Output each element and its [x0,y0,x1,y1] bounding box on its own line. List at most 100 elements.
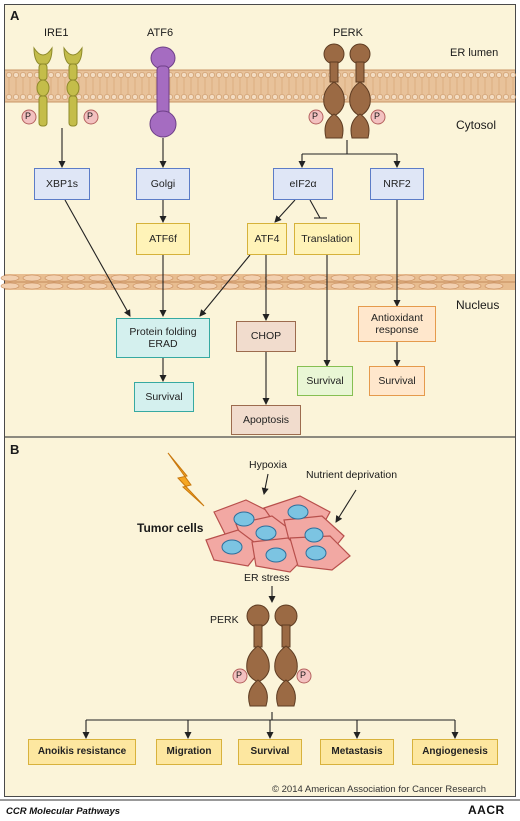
nuclear-membrane-segment [176,282,196,290]
nuclear-membrane-segment [88,282,108,290]
nuclear-membrane-segment [22,274,42,282]
nuclear-membrane-segment [308,282,328,290]
nuclear-membrane-segment [462,274,482,282]
membrane-lipid [279,94,285,100]
membrane-lipid [377,72,383,78]
translation-box: Translation [294,223,360,255]
membrane-lipid [27,94,33,100]
membrane-lipid [300,94,306,100]
nrf2-box: NRF2 [370,168,424,200]
phospho-p-label: P [25,111,32,121]
antioxidant-text: Antioxidant [371,311,423,324]
membrane-lipid [461,72,467,78]
membrane-lipid [293,72,299,78]
nuclear-membrane-segment [154,282,174,290]
nuclear-membrane-segment [396,274,416,282]
membrane-lipid [188,72,194,78]
membrane-lipid [132,94,138,100]
panel-a-letter: A [10,8,20,23]
atf6-label: ATF6 [147,27,174,39]
phospho-p-label: P [87,111,94,121]
membrane-lipid [496,72,502,78]
membrane-lipid [391,94,397,100]
nuclear-membrane-segment [132,282,152,290]
membrane-lipid [461,94,467,100]
perk-dimer-b [246,604,298,707]
nuclear-membrane-segment [44,274,64,282]
cytosol-label: Cytosol [456,118,497,132]
membrane-lipid [405,72,411,78]
nuclear-membrane-segment [44,282,64,290]
membrane-lipid [146,72,152,78]
nuclear-membrane-segment [352,274,372,282]
membrane-lipid [20,94,26,100]
membrane-lipid [384,94,390,100]
membrane-lipid [454,72,460,78]
membrane-lipid [251,94,257,100]
journal-name: CCR Molecular Pathways [6,806,121,817]
membrane-lipid [440,94,446,100]
membrane-lipid [188,94,194,100]
membrane-lipid [6,72,12,78]
outcome-metastasis: Metastasis [320,739,394,765]
protein-folding-text: Protein folding [129,325,197,338]
membrane-lipid [55,72,61,78]
membrane-lipid [62,72,68,78]
ire1-dimer [33,46,83,127]
nuclear-membrane-segment [220,282,240,290]
connectors-a [58,128,401,405]
nuclear-membrane-segment [220,274,240,282]
membrane-lipid [419,72,425,78]
nuclear-membrane [0,274,515,290]
membrane-lipid [111,72,117,78]
membrane-lipid [139,94,145,100]
membrane-lipid [223,94,229,100]
membrane-lipid [370,94,376,100]
phospho-markers-b [232,668,312,684]
membrane-lipid [349,72,355,78]
membrane-lipid [419,94,425,100]
membrane-lipid [496,94,502,100]
membrane-lipid [307,94,313,100]
membrane-lipid [503,94,509,100]
membrane-lipid [398,94,404,100]
outcome-angiogenesis: Angiogenesis [412,739,498,765]
phospho-p-label: P [300,670,307,680]
nuclear-membrane-segment [330,282,350,290]
membrane-lipid [237,94,243,100]
outcome-anoikis-resistance: Anoikis resistance [28,739,136,765]
membrane-lipid [209,72,215,78]
membrane-lipid [118,72,124,78]
membrane-lipid [97,94,103,100]
phospho-p-label: P [236,670,243,680]
nuclear-membrane-segment [308,274,328,282]
nuclear-membrane-segment [198,282,218,290]
membrane-lipid [111,94,117,100]
membrane-lipid [475,94,481,100]
apoptosis-box: Apoptosis [231,405,301,435]
membrane-lipid [230,94,236,100]
membrane-lipid [489,94,495,100]
survival-translation-box: Survival [297,366,353,396]
membrane-lipid [433,94,439,100]
membrane-lipid [62,94,68,100]
membrane-lipid [104,94,110,100]
membrane-lipid [55,94,61,100]
membrane-lipid [468,94,474,100]
lightning-bolt-icon [167,452,205,507]
nuclear-membrane-segment [110,274,130,282]
membrane-lipid [97,72,103,78]
nuclear-membrane-segment [264,274,284,282]
membrane-lipid [90,94,96,100]
nuclear-membrane-segment [22,282,42,290]
membrane-lipid [265,72,271,78]
membrane-lipid [482,72,488,78]
membrane-lipid [475,72,481,78]
phospho-p-label: P [312,111,319,121]
outcome-survival: Survival [238,739,302,765]
membrane-lipid [174,72,180,78]
nuclear-membrane-segment [484,274,504,282]
perk-label: PERK [333,27,363,39]
membrane-lipid [181,94,187,100]
membrane-lipid [440,72,446,78]
